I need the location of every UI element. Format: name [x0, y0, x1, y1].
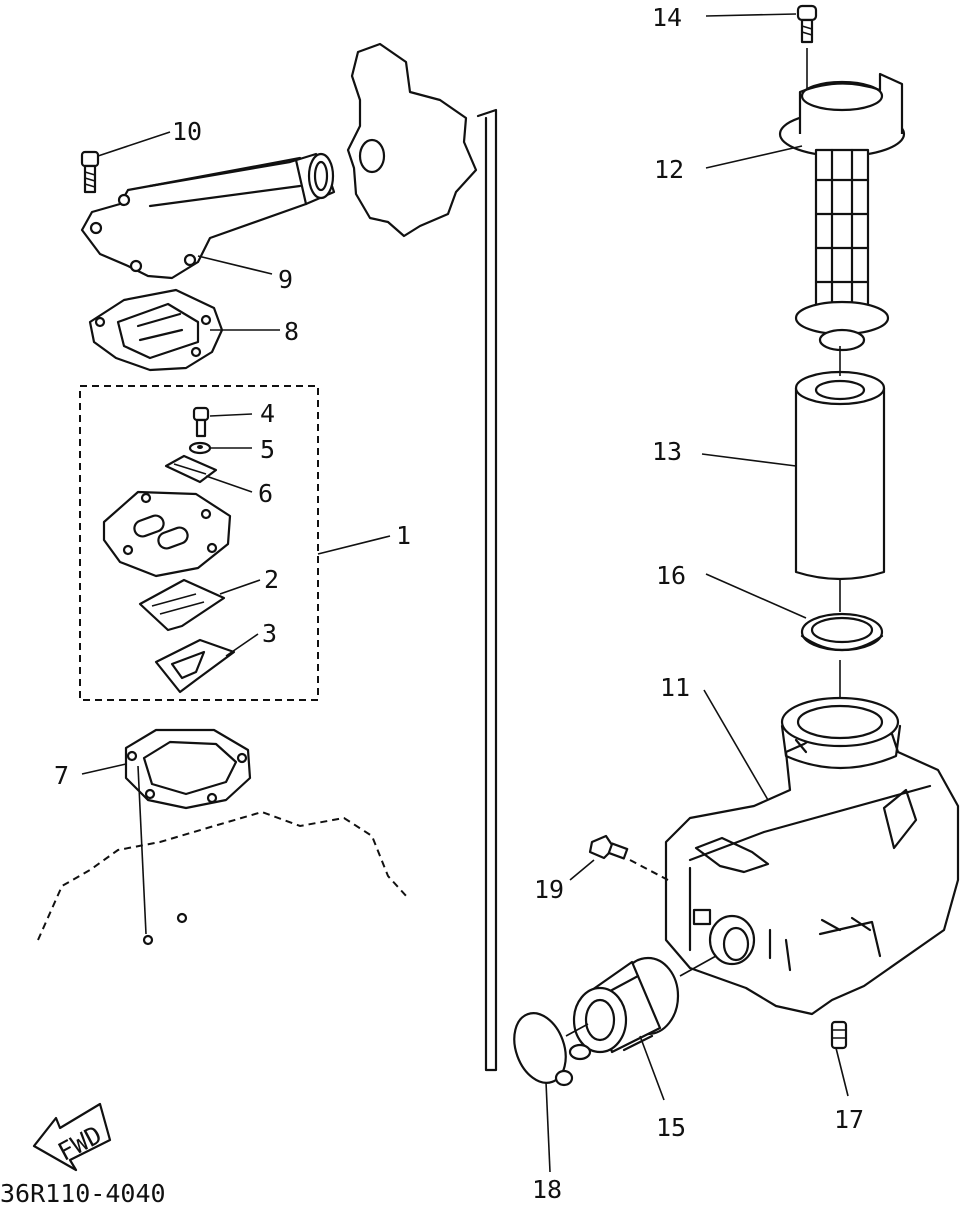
- part-4-screw: [192, 406, 210, 438]
- part-12-strainer-housing: [778, 72, 906, 352]
- callout-13: 13: [652, 437, 682, 466]
- callout-6: 6: [258, 479, 273, 508]
- part-7-alignment-line: [137, 765, 147, 935]
- callout-4: 4: [260, 399, 275, 428]
- callout-8: 8: [284, 317, 299, 346]
- callout-9: 9: [278, 265, 293, 294]
- part-7-gasket: [124, 728, 252, 810]
- callout-11: 11: [660, 673, 690, 702]
- engine-port: [358, 138, 386, 174]
- engine-outline: [346, 42, 478, 238]
- callout-17: 17: [834, 1105, 864, 1134]
- crankcase-hole: [142, 934, 154, 946]
- callout-15: 15: [656, 1113, 686, 1142]
- part-18-clip-ring: [513, 1012, 592, 1087]
- callout-5: 5: [260, 435, 275, 464]
- part-19-alignment-line: [629, 859, 669, 881]
- part-17-drain-plug: [830, 1020, 848, 1050]
- reed-valve-plate: [102, 490, 232, 578]
- part-3-reed: [154, 638, 236, 694]
- callout-2: 2: [264, 565, 279, 594]
- part-11-oil-tank: [664, 696, 960, 1016]
- part-18-alignment-line: [565, 1023, 589, 1037]
- part-16-o-ring: [800, 612, 884, 652]
- part-8-gasket: [88, 288, 224, 372]
- diagram-code: 36R110-4040: [0, 1179, 166, 1203]
- callout-19: 19: [534, 875, 564, 904]
- part-15-filler-neck: [572, 956, 680, 1054]
- crankcase-hole-2: [176, 912, 188, 924]
- callout-12: 12: [654, 155, 684, 184]
- crankcase-outline: [37, 810, 409, 941]
- part-2-reed: [138, 578, 226, 632]
- part-9-intake-elbow: [80, 152, 336, 280]
- callout-18: 18: [532, 1175, 562, 1203]
- part-19-bolt: [588, 834, 629, 860]
- callout-3: 3: [262, 619, 277, 648]
- callout-7: 7: [54, 761, 69, 790]
- separator-bracket: [476, 108, 498, 1072]
- callout-10: 10: [172, 117, 202, 146]
- fwd-arrow-icon: FWD: [32, 1102, 112, 1172]
- part-10-bolt: [80, 150, 100, 194]
- callout-1: 1: [396, 521, 411, 550]
- callout-14: 14: [652, 3, 682, 32]
- part-5-washer: [188, 441, 212, 455]
- part-6-stopper: [164, 454, 218, 484]
- part-15-alignment-line: [679, 955, 717, 977]
- callout-16: 16: [656, 561, 686, 590]
- part-13-filter-element: [794, 370, 886, 581]
- leader-lines: [81, 13, 849, 1173]
- part-14-screw: [796, 4, 818, 44]
